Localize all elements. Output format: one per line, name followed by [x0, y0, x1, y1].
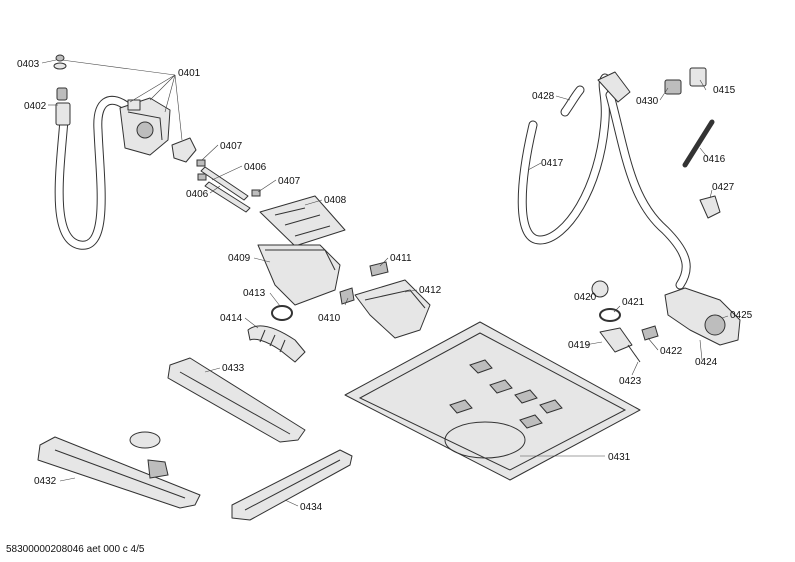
drain-hose-main [597, 71, 691, 290]
base-rail-0432 [37, 431, 201, 509]
valve-connector [171, 137, 197, 163]
inlet-valve-block [119, 97, 171, 156]
hose-holder-0427 [699, 195, 721, 219]
label-0403: 0403 [17, 59, 40, 70]
label-0414: 0414 [220, 313, 243, 324]
label-0402: 0402 [24, 101, 47, 112]
label-0412: 0412 [419, 285, 442, 296]
pressure-sensor-0415 [664, 67, 707, 95]
bellows-hose [247, 325, 306, 363]
pressure-tube-0416 [682, 119, 715, 168]
label-0423: 0423 [619, 376, 642, 387]
dispenser-lid [259, 195, 346, 247]
base-plate [344, 321, 641, 481]
label-0428: 0428 [532, 91, 555, 102]
label-0434: 0434 [300, 502, 323, 513]
label-0415: 0415 [713, 85, 736, 96]
label-0411: 0411 [390, 253, 412, 264]
label-0422: 0422 [660, 346, 683, 357]
label-0406-bottom: 0406 [186, 189, 209, 200]
label-0409: 0409 [228, 253, 251, 264]
label-0413: 0413 [243, 288, 266, 299]
small-parts-0410-0411 [339, 261, 389, 305]
label-0420: 0420 [574, 292, 597, 303]
base-rail-0434 [231, 449, 353, 521]
label-0401: 0401 [178, 68, 201, 79]
label-0416: 0416 [703, 154, 726, 165]
dispenser-tray [257, 244, 341, 306]
base-rail-0433 [167, 357, 306, 443]
label-0430: 0430 [636, 96, 659, 107]
part-labels: 0403 0402 0401 0407 0406 0406 0407 0408 … [17, 59, 753, 513]
label-0424: 0424 [695, 357, 718, 368]
seal-ring [271, 305, 293, 321]
drain-pump [591, 280, 741, 363]
label-0407-bottom: 0407 [278, 176, 301, 187]
drawer-housing [354, 279, 431, 339]
label-0432: 0432 [34, 476, 57, 487]
label-0419: 0419 [568, 340, 591, 351]
label-0407-top: 0407 [220, 141, 243, 152]
springs-and-rods [196, 159, 261, 213]
drain-hose-0417 [517, 73, 610, 245]
label-0433: 0433 [222, 363, 245, 374]
label-0427: 0427 [712, 182, 735, 193]
label-0410: 0410 [318, 313, 341, 324]
inlet-hose-assembly [53, 54, 130, 250]
label-0408: 0408 [324, 195, 347, 206]
document-reference: 58300000208046 aet 000 c 4/5 [6, 544, 145, 555]
label-0431: 0431 [608, 452, 631, 463]
label-0421: 0421 [622, 297, 645, 308]
label-0425: 0425 [730, 310, 753, 321]
hose-clip-0428 [560, 85, 585, 117]
label-0417: 0417 [541, 158, 564, 169]
leader-lines [41, 59, 729, 507]
label-0406-top: 0406 [244, 162, 267, 173]
